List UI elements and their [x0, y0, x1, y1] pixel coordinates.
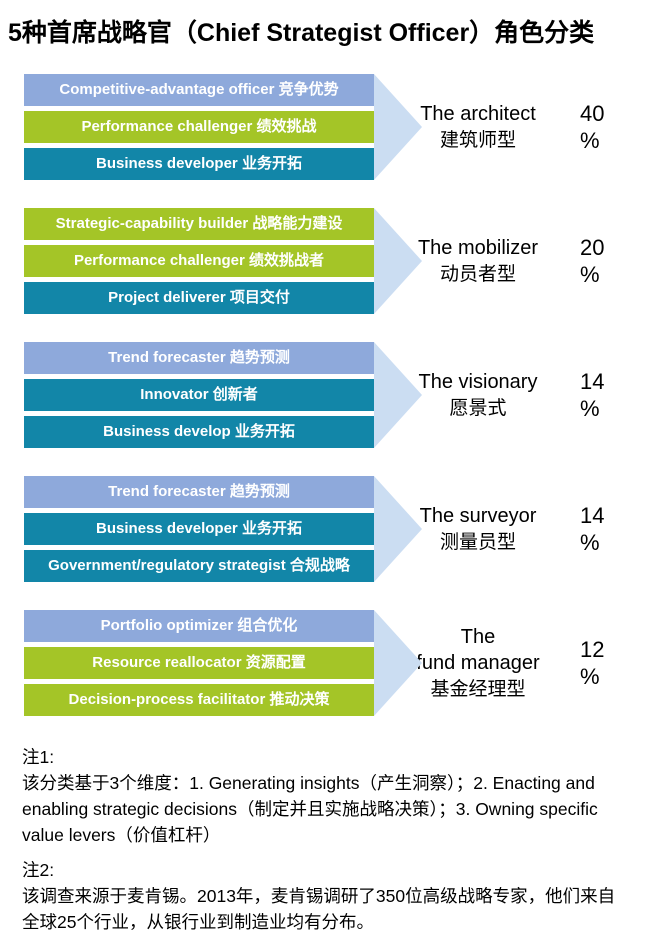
attribute-bar: Trend forecaster 趋势预测 — [24, 476, 374, 508]
attribute-bar: Performance challenger 绩效挑战者 — [24, 245, 374, 277]
arrow-right-icon — [374, 74, 422, 180]
role-name-zh: 建筑师型 — [439, 129, 516, 151]
attribute-bar: Decision-process facilitator 推动决策 — [24, 684, 374, 716]
attribute-bar: Business developer 业务开拓 — [24, 148, 374, 180]
footnote-text: 该分类基于3个维度：1. Generating insights（产生洞察）；2… — [22, 773, 598, 845]
role-name-zh: 愿景式 — [449, 397, 507, 419]
attribute-bar: Trend forecaster 趋势预测 — [24, 342, 374, 374]
footnote-label: 注1: — [22, 747, 55, 767]
role-label: The surveyor 测量员型 — [412, 503, 544, 554]
percent-value: 20 — [580, 234, 605, 260]
attribute-bar: Business developer 业务开拓 — [24, 513, 374, 545]
attribute-bar: Resource reallocator 资源配置 — [24, 647, 374, 679]
attribute-bars: Trend forecaster 趋势预测 Business developer… — [24, 476, 374, 582]
role-group-surveyor: Trend forecaster 趋势预测 Business developer… — [24, 476, 652, 582]
role-name-zh: 测量员型 — [439, 531, 516, 553]
role-name-en: The architect — [420, 103, 536, 126]
role-label: The visionary 愿景式 — [412, 369, 544, 420]
page-title: 5种首席战略官（Chief Strategist Officer）角色分类 — [8, 19, 595, 47]
role-percentage: 20 % — [580, 234, 630, 289]
percent-value: 14 — [580, 502, 605, 528]
percent-sign: % — [580, 262, 600, 287]
percent-sign: % — [580, 530, 600, 555]
attribute-bar: Portfolio optimizer 组合优化 — [24, 610, 374, 642]
role-name-zh: 动员者型 — [439, 263, 516, 285]
role-group-fund-manager: Portfolio optimizer 组合优化 Resource reallo… — [24, 610, 652, 716]
percent-value: 12 — [580, 636, 605, 662]
arrow-right-icon — [374, 342, 422, 448]
footnotes: 注1: 该分类基于3个维度：1. Generating insights（产生洞… — [22, 744, 632, 935]
role-percentage: 14 % — [580, 502, 630, 557]
footnote-2: 注2: 该调查来源于麦肯锡。2013年，麦肯锡调研了350位高级战略专家，他们来… — [22, 857, 632, 935]
attribute-bar: Strategic-capability builder 战略能力建设 — [24, 208, 374, 240]
role-name-en: The surveyor — [419, 505, 537, 528]
role-label: The fund manager 基金经理型 — [412, 624, 544, 702]
role-name-en: The fund manager — [416, 626, 540, 675]
footnote-text: 该调查来源于麦肯锡。2013年，麦肯锡调研了350位高级战略专家，他们来自全球2… — [22, 886, 616, 932]
percent-sign: % — [580, 664, 600, 689]
attribute-bar: Government/regulatory strategist 合规战略 — [24, 550, 374, 582]
role-groups: Competitive-advantage officer 竞争优势 Perfo… — [0, 74, 652, 716]
attribute-bars: Trend forecaster 趋势预测 Innovator 创新者 Busi… — [24, 342, 374, 448]
footnote-1: 注1: 该分类基于3个维度：1. Generating insights（产生洞… — [22, 744, 632, 848]
attribute-bars: Competitive-advantage officer 竞争优势 Perfo… — [24, 74, 374, 180]
role-group-mobilizer: Strategic-capability builder 战略能力建设 Perf… — [24, 208, 652, 314]
role-percentage: 12 % — [580, 636, 630, 691]
role-group-visionary: Trend forecaster 趋势预测 Innovator 创新者 Busi… — [24, 342, 652, 448]
role-name-en: The mobilizer — [417, 237, 539, 260]
percent-sign: % — [580, 396, 600, 421]
role-name-en: The visionary — [418, 371, 538, 394]
percent-sign: % — [580, 128, 600, 153]
attribute-bars: Strategic-capability builder 战略能力建设 Perf… — [24, 208, 374, 314]
role-group-architect: Competitive-advantage officer 竞争优势 Perfo… — [24, 74, 652, 180]
role-label: The mobilizer 动员者型 — [412, 235, 544, 286]
role-label: The architect 建筑师型 — [412, 101, 544, 152]
attribute-bars: Portfolio optimizer 组合优化 Resource reallo… — [24, 610, 374, 716]
role-percentage: 14 % — [580, 368, 630, 423]
percent-value: 40 — [580, 100, 605, 126]
attribute-bar: Competitive-advantage officer 竞争优势 — [24, 74, 374, 106]
role-percentage: 40 % — [580, 100, 630, 155]
attribute-bar: Performance challenger 绩效挑战 — [24, 111, 374, 143]
footnote-label: 注2: — [22, 860, 55, 880]
arrow-right-icon — [374, 476, 422, 582]
attribute-bar: Innovator 创新者 — [24, 379, 374, 411]
role-name-zh: 基金经理型 — [430, 678, 526, 700]
attribute-bar: Business develop 业务开拓 — [24, 416, 374, 448]
arrow-right-icon — [374, 208, 422, 314]
percent-value: 14 — [580, 368, 605, 394]
attribute-bar: Project deliverer 项目交付 — [24, 282, 374, 314]
